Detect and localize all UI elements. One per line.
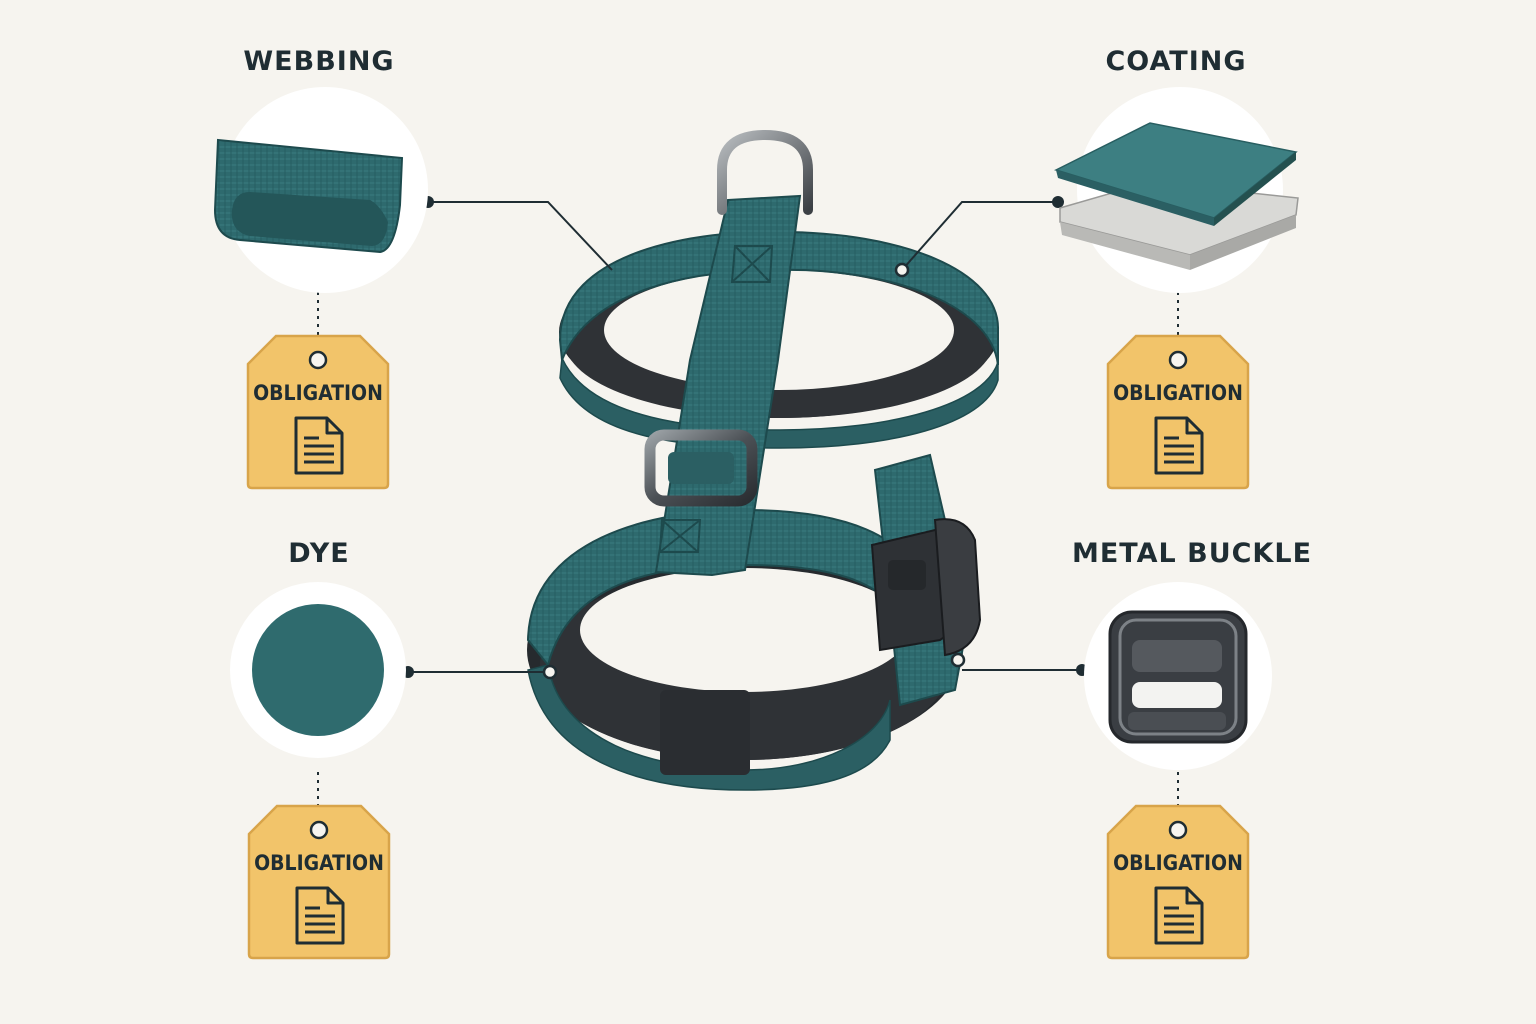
neck-strap-front (558, 230, 1000, 366)
detail-webbing (213, 87, 428, 293)
detail-coating (1053, 87, 1299, 293)
chest-strap-bottom-band (527, 664, 891, 791)
title-coating: COATING (1105, 46, 1247, 77)
tag-label-coating: OBLIGATION (1113, 381, 1243, 405)
connector-coating (901, 201, 1058, 271)
chest-strap-opening (580, 568, 910, 692)
tag-label-dye: OBLIGATION (254, 851, 384, 875)
dye-swatch-icon (252, 604, 384, 736)
harness-illustration (526, 129, 1000, 791)
webbing-swatch-icon (213, 138, 404, 254)
detail-metal-buckle (1084, 582, 1272, 770)
detail-dye (230, 582, 406, 758)
tag-dye: OBLIGATION (247, 804, 391, 960)
metal-buckle-icon (1108, 610, 1248, 744)
connector-end-rings (542, 262, 910, 680)
coating-layers-icon (1053, 122, 1299, 270)
stitch-box-bottom (658, 519, 702, 553)
tag-webbing: OBLIGATION (246, 334, 390, 490)
slider-buckle (644, 429, 758, 507)
tag-coating: OBLIGATION (1106, 334, 1250, 490)
title-metal-buckle: METAL BUCKLE (1071, 538, 1313, 569)
title-dye: DYE (288, 538, 350, 569)
title-webbing: WEBBING (243, 46, 395, 77)
side-release-buckle (870, 518, 982, 668)
tag-label-metal-buckle: OBLIGATION (1113, 851, 1243, 875)
tag-metal-buckle: OBLIGATION (1106, 804, 1250, 960)
stitch-box-top (730, 245, 774, 283)
tag-label-webbing: OBLIGATION (253, 381, 383, 405)
chest-pad-tab (660, 690, 750, 775)
connectors (317, 201, 1179, 818)
d-ring (717, 129, 813, 215)
connector-webbing (428, 201, 613, 271)
